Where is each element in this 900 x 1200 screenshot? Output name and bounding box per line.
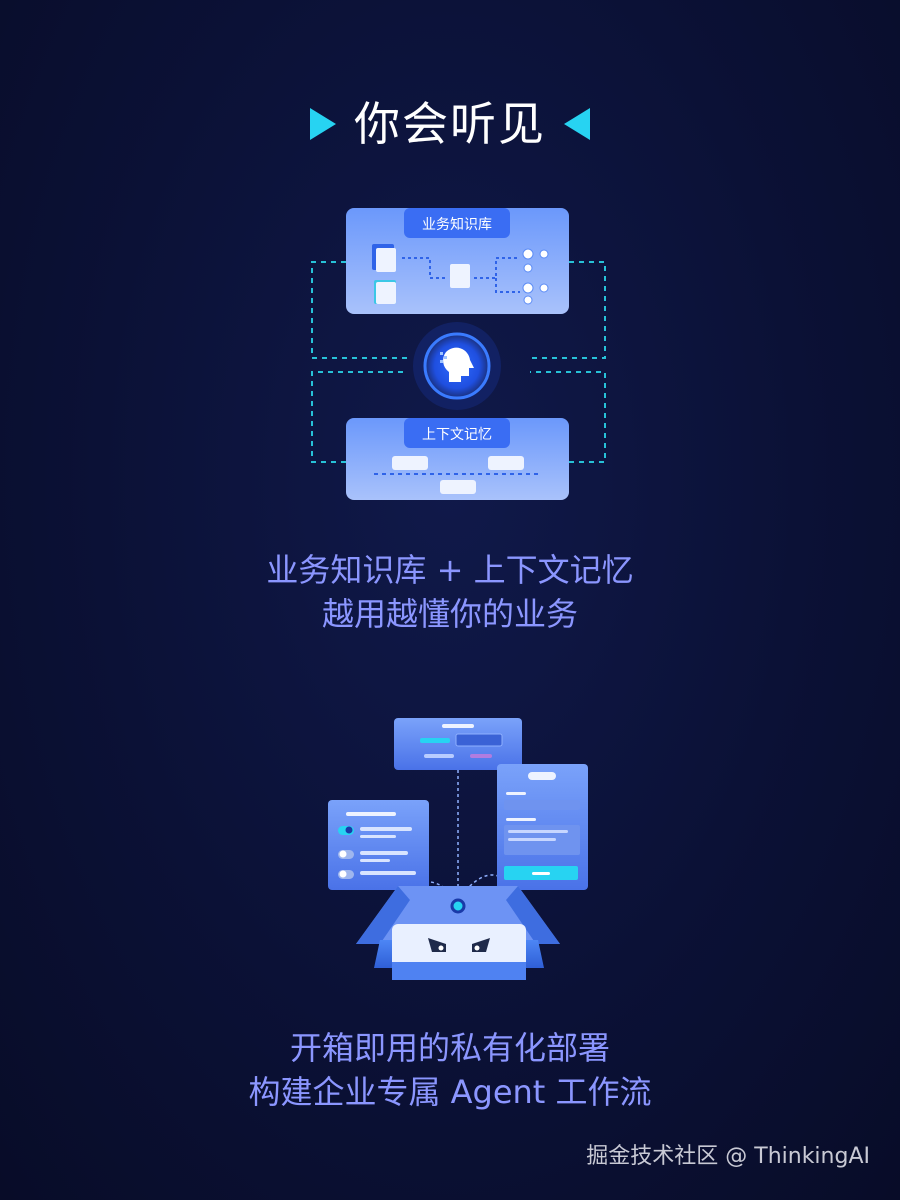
section1-caption-line1: 业务知识库 + 上下文记忆 [266,551,634,589]
section2-caption-line2: 构建企业专属 Agent 工作流 [248,1073,652,1111]
memory-box [346,418,569,500]
triangle-left-icon [564,107,590,140]
toggle-icon [338,826,354,879]
section2-caption-line1: 开箱即用的私有化部署 [289,1029,610,1067]
toggle-card [328,800,429,890]
form-card [497,764,588,890]
document-icon [372,244,470,304]
section1-caption-line2: 越用越懂你的业务 [321,595,578,633]
memory-box-label: 上下文记忆 [422,427,492,443]
message-bubble-icon [392,456,524,494]
triangle-right-icon [310,107,336,140]
graph-node-icon [522,248,549,305]
dashed-connectors [311,261,606,463]
page-title-text: 你会听见 [354,97,546,151]
section1-caption: 业务知识库 + 上下文记忆 越用越懂你的业务 [0,548,900,636]
config-card [394,718,522,770]
box-mascot-icon [356,886,560,980]
knowledge-box [346,208,569,314]
knowledge-box-label: 业务知识库 [422,217,492,233]
source-credit: 掘金技术社区 @ ThinkingAI [586,1144,870,1169]
section2-caption: 开箱即用的私有化部署 构建企业专属 Agent 工作流 [0,1026,900,1114]
page-title: 你会听见 [0,88,900,154]
